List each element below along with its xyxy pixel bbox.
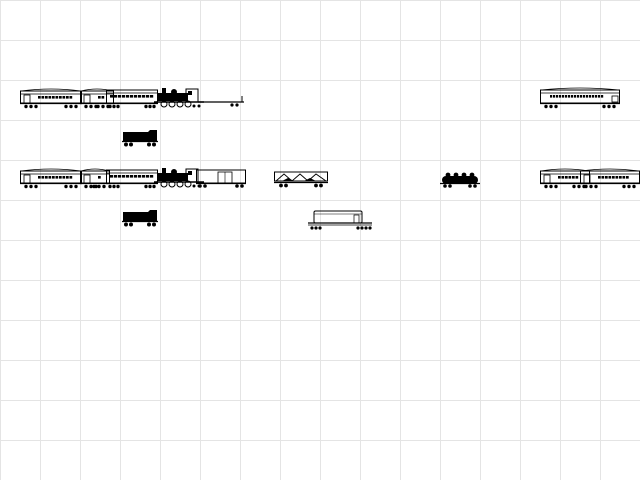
hopper-car-icon[interactable] [274,171,328,188]
diesel-locomotive-icon[interactable] [308,210,372,230]
tender-icon[interactable] [122,210,158,227]
passenger-car-icon[interactable] [580,168,640,189]
boxcar-icon[interactable] [196,169,246,188]
steam-locomotive-icon[interactable] [154,168,204,188]
passenger-car-icon[interactable] [540,168,590,189]
coach-car-icon[interactable] [106,169,158,189]
observation-car-icon[interactable] [540,87,620,109]
passenger-car-icon[interactable] [20,168,82,189]
flat-car-icon[interactable] [198,96,244,107]
tank-car-icon[interactable] [440,172,480,188]
steam-locomotive-icon[interactable] [154,88,204,108]
coach-car-icon[interactable] [106,89,158,109]
tender-icon[interactable] [122,130,158,147]
passenger-car-icon[interactable] [20,88,82,109]
train-sprites [20,87,640,230]
